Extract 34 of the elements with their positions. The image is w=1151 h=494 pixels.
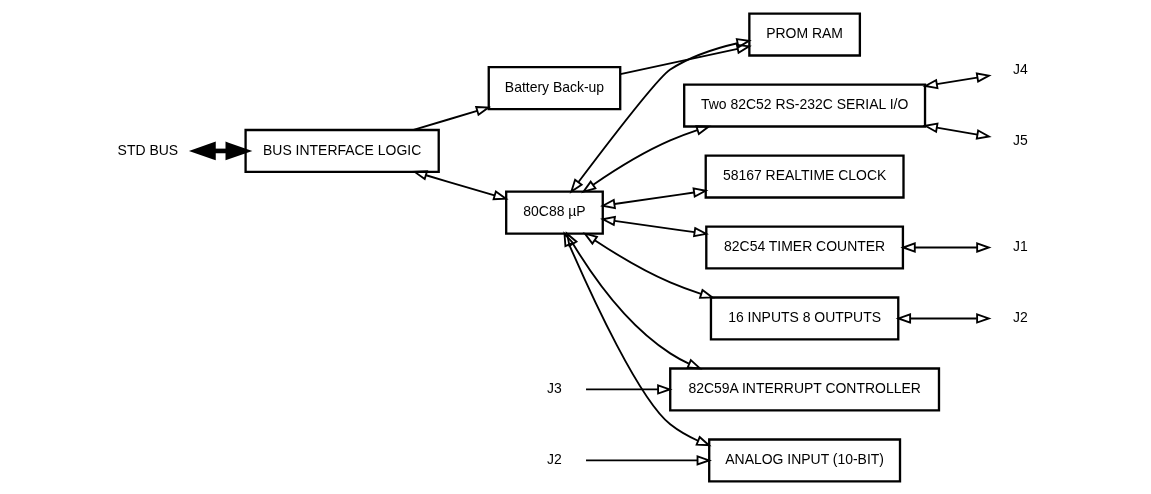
node-box: ANALOG INPUT (10-BIT) [707, 437, 901, 482]
node-text: STD BUS [117, 141, 178, 158]
node-text: J1 [1012, 237, 1028, 254]
node-box: Battery Back-up [487, 65, 621, 110]
node-text: J3 [546, 379, 562, 396]
node-box: PROM RAM [747, 12, 861, 57]
node-box: 80C88 µP [504, 190, 604, 235]
arrow [895, 312, 992, 324]
arrow [899, 241, 992, 253]
node-box: Two 82C52 RS-232C SERIAL I/O [682, 82, 926, 128]
arrow [619, 43, 752, 75]
arrow [412, 105, 491, 131]
arrow [565, 230, 702, 370]
node-text: J5 [1012, 131, 1028, 148]
arrow [188, 141, 252, 160]
arrow [584, 383, 673, 395]
node-box: 82C59A INTERRUPT CONTROLLER [668, 366, 940, 412]
arrow [569, 37, 752, 194]
node-box: 58167 REALTIME CLOCK [704, 153, 905, 199]
arrow [580, 124, 711, 193]
arrow [922, 71, 992, 89]
node-text: J2 [1012, 308, 1028, 325]
arrow [599, 215, 709, 237]
arrow [411, 169, 509, 200]
arrow [599, 186, 708, 209]
node-box: 82C54 TIMER COUNTER [704, 224, 904, 270]
arrow [582, 231, 715, 299]
arrow [922, 122, 992, 140]
node-box: BUS INTERFACE LOGIC [243, 128, 440, 173]
arrow [562, 230, 712, 446]
arrow [584, 454, 712, 466]
node-box: 16 INPUTS 8 OUTPUTS [709, 295, 899, 341]
node-text: J4 [1012, 60, 1028, 77]
node-text: J2 [546, 450, 562, 467]
